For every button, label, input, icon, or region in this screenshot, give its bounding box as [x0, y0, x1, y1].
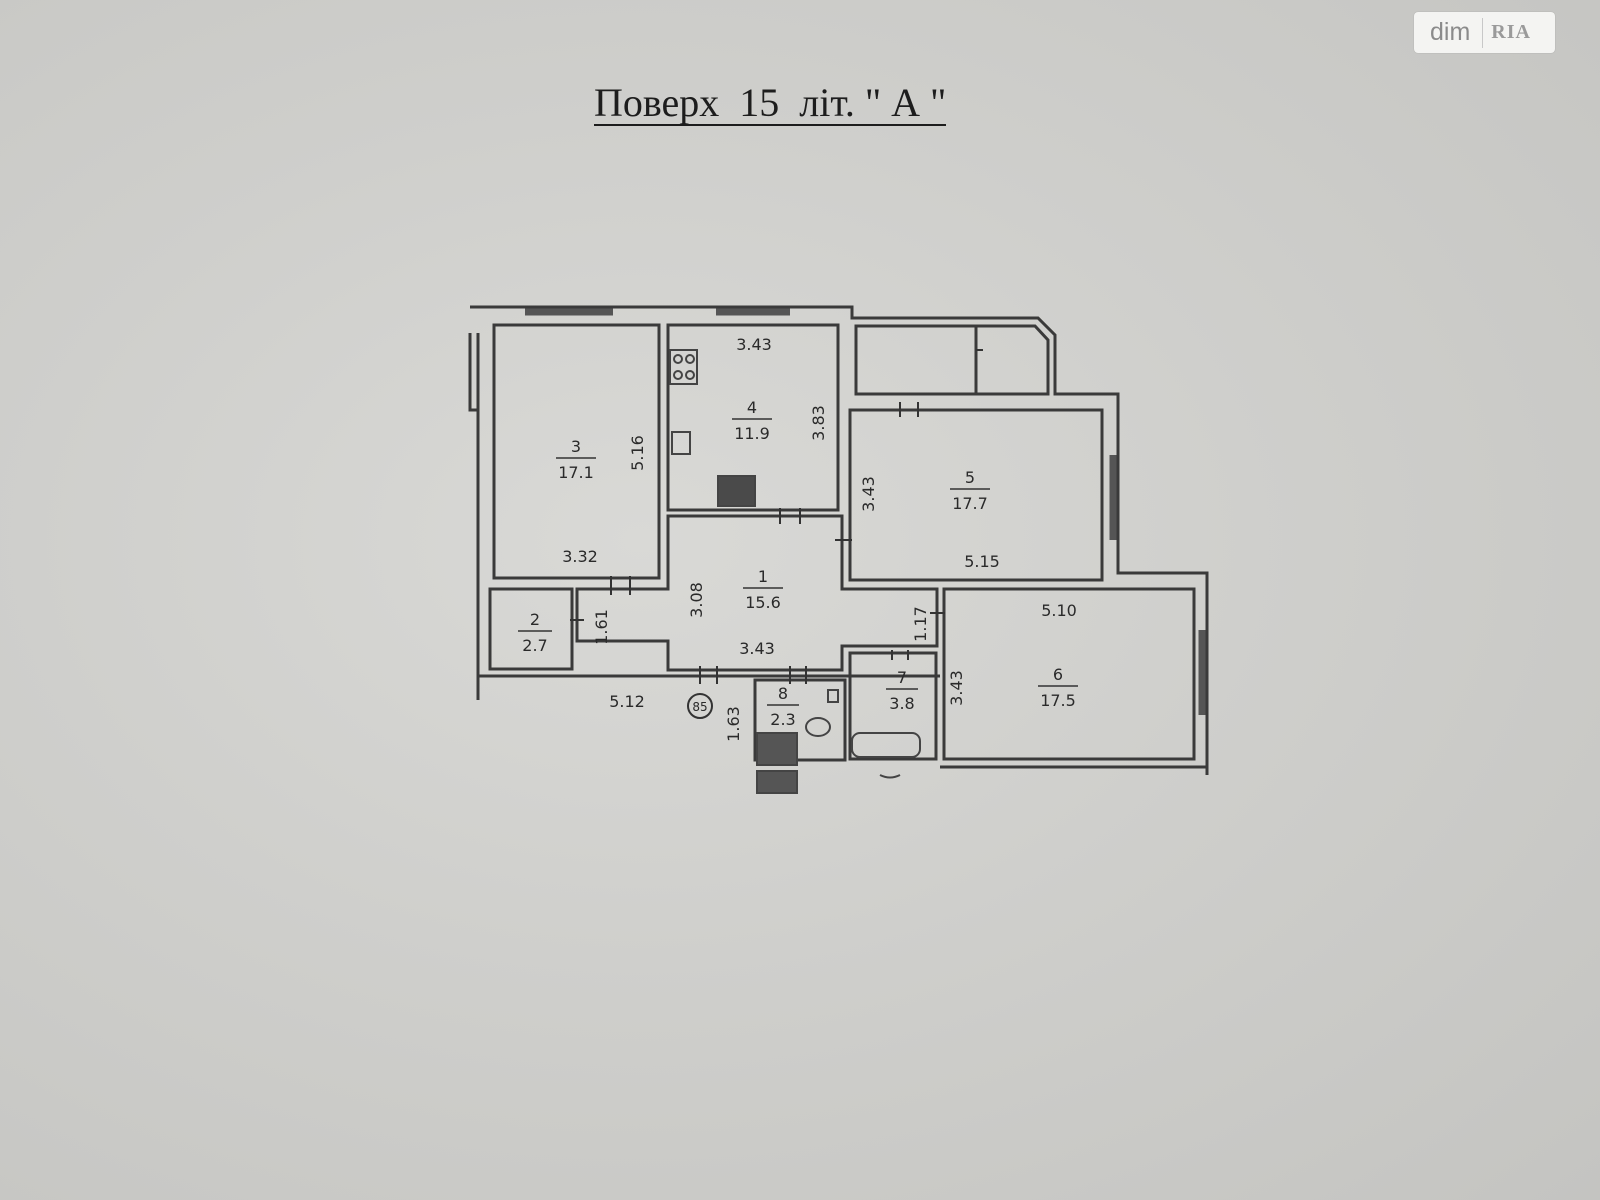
- dim-room6-top: 5.10: [1041, 601, 1077, 620]
- room-6-area: 17.5: [1040, 691, 1076, 710]
- room-6-outline: [942, 587, 1196, 761]
- dim-kitchen-side: 3.83: [809, 405, 828, 441]
- room-8-outline: [753, 678, 847, 762]
- room-4-area: 11.9: [734, 424, 770, 443]
- dim-room5-side: 3.43: [859, 476, 878, 512]
- dim-kitchen-top: 3.43: [736, 335, 772, 354]
- room-3-outline: [492, 323, 661, 580]
- room-3-area: 17.1: [558, 463, 594, 482]
- room-7-area: 3.8: [889, 694, 914, 713]
- dim-room6-side: 3.43: [947, 670, 966, 706]
- room-5-area: 17.7: [952, 494, 988, 513]
- radiator-icon: [717, 475, 756, 507]
- section-marker: [687, 693, 713, 719]
- dim-ria-watermark: dim RIA: [1414, 12, 1555, 53]
- toilet-icon: [805, 717, 831, 737]
- watermark-logo: RIA: [1491, 21, 1531, 43]
- dim-hall-right: 1.17: [911, 606, 930, 642]
- room-2-area: 2.7: [522, 636, 547, 655]
- room-1-outline: [575, 514, 939, 672]
- dim-room5-bottom: 5.15: [964, 552, 1000, 571]
- stove-icon: [669, 349, 698, 385]
- room-6-number: 6: [1053, 665, 1063, 684]
- shaft-icon: [756, 732, 798, 766]
- balcony-outline: [854, 324, 1050, 396]
- sink-icon: [671, 431, 691, 455]
- room-5-outline: [848, 408, 1104, 582]
- watermark-brand: dim: [1430, 18, 1471, 46]
- room-7-number: 7: [897, 668, 907, 687]
- room-1-area: 15.6: [745, 593, 781, 612]
- room-4-outline: [666, 323, 840, 512]
- room-1-number: 1: [758, 567, 768, 586]
- room-8-area: 2.3: [770, 710, 795, 729]
- room-5-number: 5: [965, 468, 975, 487]
- floor-title: Поверх 15 літ. " А ": [594, 80, 947, 126]
- dim-closet-side: 1.61: [592, 609, 611, 645]
- watermark-divider: [1482, 17, 1484, 48]
- room-4-number: 4: [747, 398, 757, 417]
- room-8-number: 8: [778, 684, 788, 703]
- room-2-outline: [488, 587, 574, 671]
- dim-hall-bottom: 3.43: [739, 639, 775, 658]
- section-marker-label: 85: [692, 700, 707, 714]
- dim-outer-bottom: 5.12: [609, 692, 645, 711]
- room-3-number: 3: [571, 437, 581, 456]
- dim-room3-side: 5.16: [628, 435, 647, 471]
- room-2-number: 2: [530, 610, 540, 629]
- bathtub-icon: [851, 732, 921, 758]
- dim-hall-side: 3.08: [687, 582, 706, 618]
- dim-room3-bottom: 3.32: [562, 547, 598, 566]
- dim-wc-side: 1.63: [724, 706, 743, 742]
